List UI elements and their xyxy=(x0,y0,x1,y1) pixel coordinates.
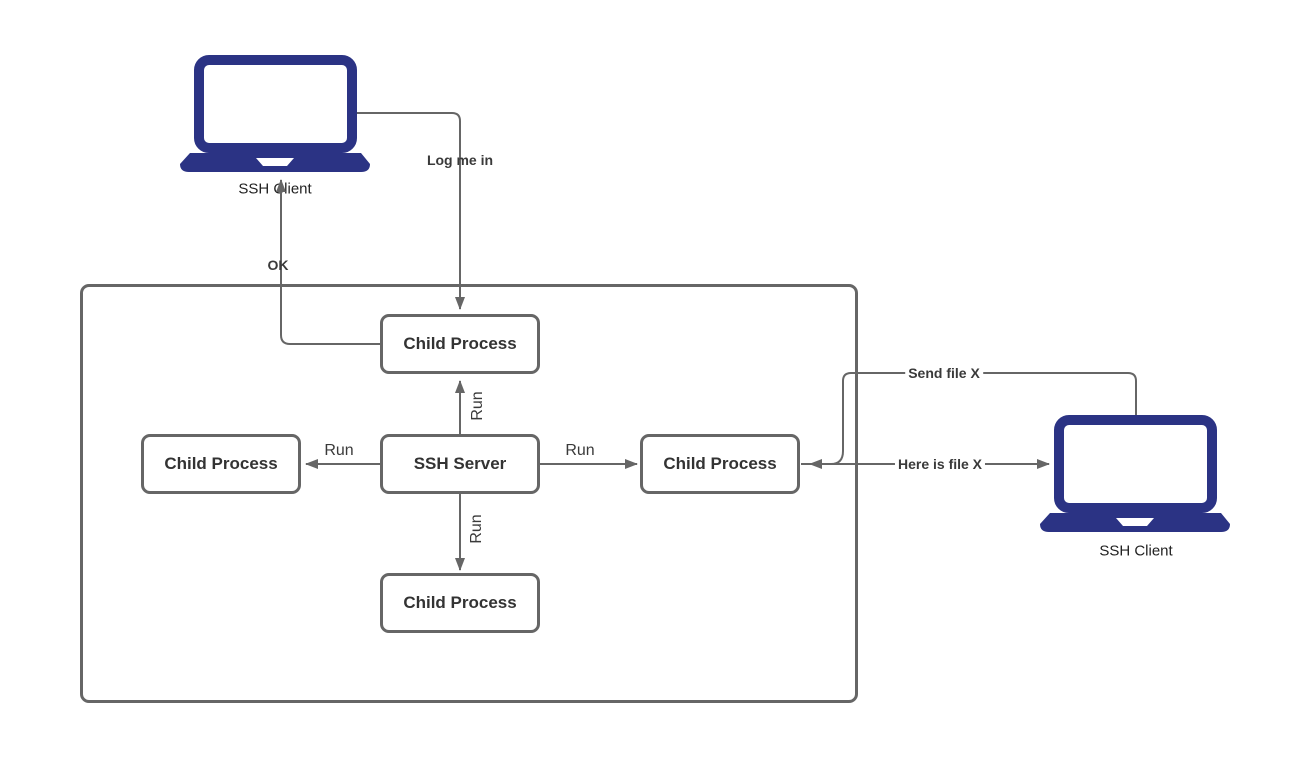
edge-send-file-x xyxy=(809,372,1137,469)
laptop-icon-top-client xyxy=(180,60,370,172)
edge-label-here-is-file-x: Here is file X xyxy=(894,456,986,472)
edge-label-run-bottom: Run xyxy=(468,514,485,544)
node-label: Child Process xyxy=(164,454,278,473)
node-ssh-server: SSH Server xyxy=(380,434,540,494)
node-label: Child Process xyxy=(403,334,517,353)
node-child-process-top: Child Process xyxy=(380,314,540,374)
label-ssh-client-top: SSH Client xyxy=(238,180,312,198)
node-child-process-left: Child Process xyxy=(141,434,301,494)
edge-label-run-top: Run xyxy=(469,391,486,421)
laptop-icon-right-client xyxy=(1040,420,1230,532)
edge-log-me-in xyxy=(357,112,465,310)
label-ssh-client-right: SSH Client xyxy=(1099,542,1173,560)
edge-label-run-left: Run xyxy=(324,442,354,459)
edge-label-ok: OK xyxy=(267,257,289,273)
edge-label-run-right: Run xyxy=(565,442,595,459)
node-label: SSH Server xyxy=(413,454,507,473)
server-container-box xyxy=(80,284,858,703)
node-label: Child Process xyxy=(403,593,517,612)
edge-label-send-file-x: Send file X xyxy=(905,365,983,381)
node-label: Child Process xyxy=(663,454,777,473)
edge-label-log-me-in: Log me in xyxy=(426,152,494,168)
node-child-process-right: Child Process xyxy=(640,434,800,494)
edge-ok xyxy=(276,179,380,345)
node-child-process-bottom: Child Process xyxy=(380,573,540,633)
